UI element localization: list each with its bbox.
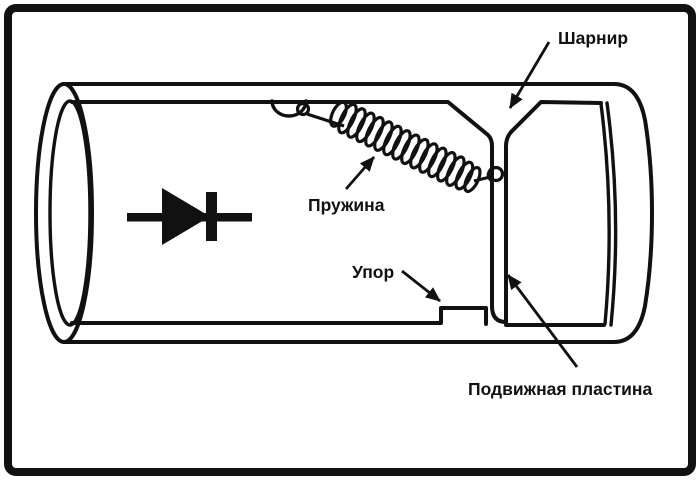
spring-wall-hook [270,99,308,118]
spring-left-knot [295,101,311,117]
cylinder-right-rim-back [605,101,618,327]
cylinder-left-end-outer [34,82,94,344]
plate-label: Подвижная пластина [468,379,652,399]
cylinder-inner-top-wall-and-plate [70,100,603,324]
callout-stop: Упор [352,262,441,303]
cylinder-body [34,82,654,344]
hinge-label: Шарнир [558,28,628,48]
cylinder-inner-bottom-wall-left [70,306,488,326]
spring-arrow [344,156,376,190]
cylinder-right-rim-front [599,102,611,326]
diode-anode-triangle [162,188,210,245]
spring [270,99,505,194]
diode-cathode-bar [206,192,217,241]
callout-plate: Подвижная пластина [468,274,652,399]
spring-plate-eye-curl [486,167,494,183]
cylinder-left-end-inner [48,99,92,327]
spring-label: Пружина [308,195,385,215]
callout-spring: Пружина [308,156,385,215]
hinge-arrow [508,41,551,109]
spring-coil [329,100,482,194]
callout-hinge: Шарнир [508,28,628,109]
frame [4,4,696,476]
stop-arrow [401,269,441,303]
cylinder-outer-shell [62,82,654,344]
plate-arrow [506,274,579,368]
frame-border [4,4,696,476]
stop-label: Упор [352,262,394,282]
diode-icon [127,188,252,245]
